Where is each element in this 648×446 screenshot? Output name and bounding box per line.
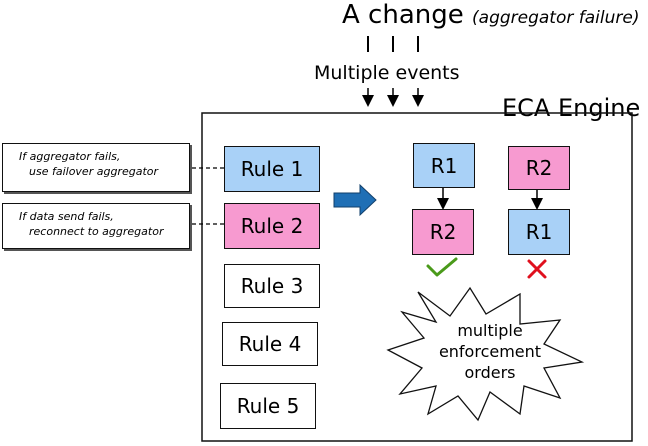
- condition-note-2: If data send fails, reconnect to aggrega…: [2, 203, 190, 249]
- rule-1-box: Rule 1: [224, 146, 320, 192]
- rule-2-label: Rule 2: [240, 214, 304, 238]
- condition-note-1-line2: use failover aggregator: [29, 165, 159, 178]
- invalid-order-first-label: R2: [525, 156, 553, 180]
- change-title-text: A change: [342, 0, 464, 30]
- valid-order-first: R1: [413, 143, 475, 188]
- cross-icon: [527, 259, 547, 279]
- callout-line-1: multiple: [457, 321, 523, 340]
- condition-note-1-line1: If aggregator fails,: [19, 150, 121, 163]
- starburst-callout: [386, 286, 585, 422]
- condition-note-1: If aggregator fails, use failover aggreg…: [2, 143, 190, 192]
- invalid-order-second-label: R1: [525, 220, 553, 244]
- event-arrows: [362, 88, 424, 107]
- rule-1-label: Rule 1: [240, 157, 304, 181]
- rule-4-label: Rule 4: [238, 332, 302, 356]
- callout-text: multiple enforcement orders: [425, 320, 555, 383]
- invalid-order-second: R1: [508, 209, 570, 255]
- rule-5-label: Rule 5: [236, 394, 300, 418]
- events-label: Multiple events: [314, 62, 460, 84]
- callout-line-3: orders: [464, 363, 516, 382]
- transform-arrow: [333, 183, 377, 217]
- rule-5-box: Rule 5: [220, 383, 316, 429]
- callout-line-2: enforcement: [438, 342, 542, 361]
- valid-order-second-label: R2: [429, 220, 457, 244]
- rule-3-box: Rule 3: [224, 264, 320, 308]
- valid-order-first-label: R1: [430, 153, 458, 178]
- valid-order-second: R2: [412, 209, 474, 255]
- event-ticks: [367, 36, 419, 52]
- engine-frame: [201, 112, 633, 442]
- invalid-order-first: R2: [508, 146, 570, 190]
- rule-4-box: Rule 4: [222, 322, 318, 366]
- condition-note-2-line1: If data send fails,: [19, 210, 114, 223]
- check-icon: [426, 257, 458, 277]
- change-title: A change (aggregator failure): [342, 0, 639, 30]
- change-subtitle: (aggregator failure): [472, 8, 640, 28]
- rule-2-box: Rule 2: [224, 203, 320, 249]
- engine-label: ECA Engine: [502, 94, 641, 122]
- rule-3-label: Rule 3: [240, 274, 304, 298]
- condition-note-2-line2: reconnect to aggregator: [29, 225, 164, 238]
